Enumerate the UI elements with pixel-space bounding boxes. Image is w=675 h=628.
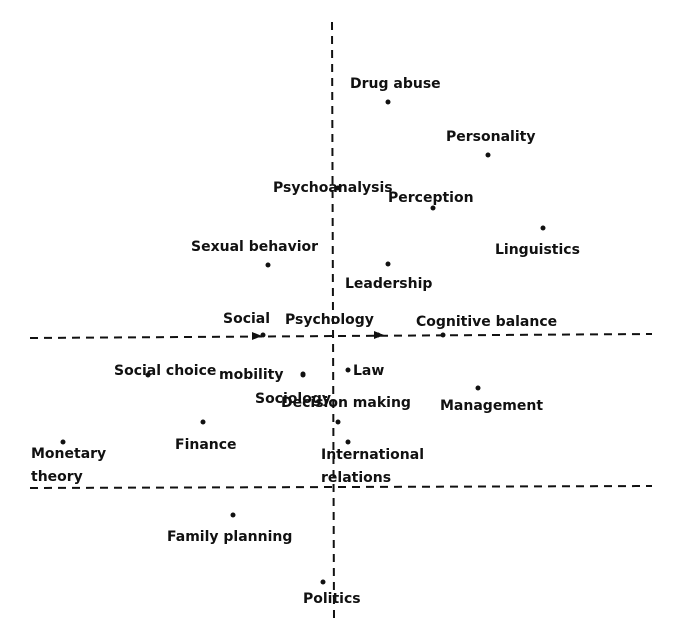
- point-linguistics: [540, 225, 546, 231]
- lower-dashed-line: [29, 485, 653, 489]
- point-cognitive-balance: [440, 332, 446, 338]
- point-finance: [200, 419, 206, 425]
- label-psychoanalysis: Psychoanalysis: [273, 180, 393, 196]
- label-personality: Personality: [446, 129, 535, 145]
- label-drug-abuse: Drug abuse: [350, 76, 441, 92]
- label-sociology: Sociology: [255, 391, 331, 407]
- point-personality: [485, 152, 491, 158]
- label-linguistics: Linguistics: [495, 242, 580, 258]
- point-social-choice: [145, 372, 151, 378]
- point-law: [345, 367, 351, 373]
- point-sexual-behavior: [265, 262, 271, 268]
- horizontal-axis: [29, 333, 653, 339]
- point-social: [260, 332, 266, 338]
- vertical-axis: [331, 21, 335, 619]
- label-cognitive-balance: Cognitive balance: [416, 314, 557, 330]
- point-decision-making: [335, 419, 341, 425]
- point-international-relations: [345, 439, 351, 445]
- label-politics: Politics: [303, 591, 361, 607]
- label-decision-making: Decision making: [281, 395, 411, 411]
- point-psychoanalysis: [335, 185, 341, 191]
- point-sociology: [300, 372, 306, 378]
- label-management: Management: [440, 398, 543, 414]
- label-social: Social: [223, 311, 270, 327]
- point-leadership: [385, 261, 391, 267]
- point-management: [475, 385, 481, 391]
- label-sexual-behavior: Sexual behavior: [191, 239, 318, 255]
- axis-arrow-2: [374, 331, 384, 339]
- point-monetary-theory: [60, 439, 66, 445]
- label-perception: Perception: [388, 190, 474, 206]
- axis-arrow-1: [252, 332, 262, 340]
- label-finance: Finance: [175, 437, 237, 453]
- label-family-planning: Family planning: [167, 529, 292, 545]
- point-family-planning: [230, 512, 236, 518]
- point-perception: [430, 205, 436, 211]
- label-law: Law: [353, 363, 384, 379]
- point-drug-abuse: [385, 99, 391, 105]
- label-psychology: Psychology: [285, 312, 374, 328]
- point-politics: [320, 579, 326, 585]
- label-mobility: mobility: [219, 367, 283, 383]
- label-leadership: Leadership: [345, 276, 432, 292]
- label-social-choice: Social choice: [114, 363, 216, 379]
